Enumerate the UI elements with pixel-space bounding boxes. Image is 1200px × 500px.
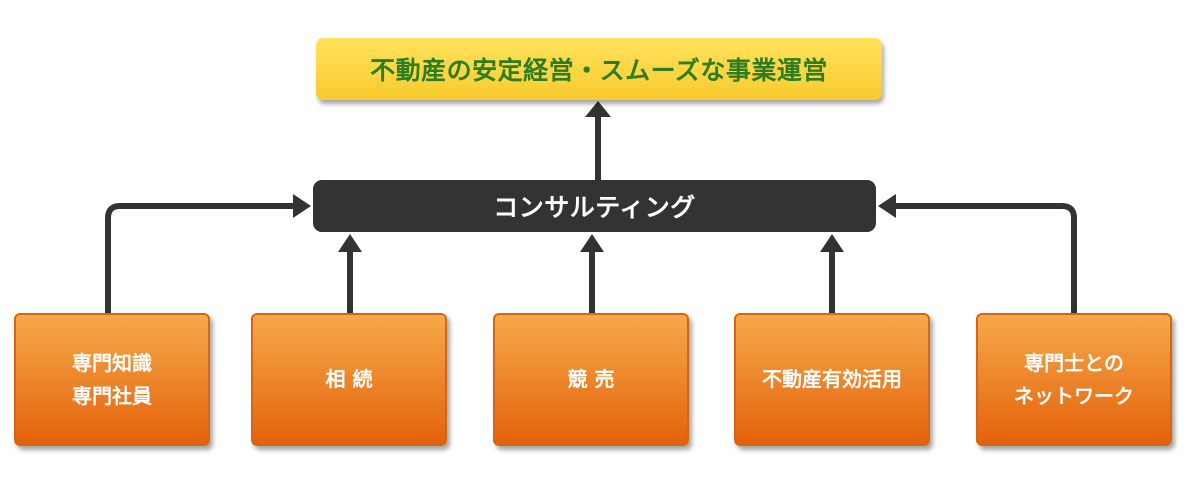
source-box-auction: 競 売 (493, 313, 689, 446)
source-box-specialist-network: 専門士との ネットワーク (976, 313, 1172, 446)
arrowhead-left (293, 194, 311, 218)
source-box-inheritance: 相 続 (251, 313, 447, 446)
arrowhead-auction (580, 234, 604, 252)
source-line: ネットワーク (1014, 383, 1134, 408)
goal-box: 不動産の安定経営・スムーズな事業運営 (316, 38, 882, 100)
source-line: 専門社員 (72, 383, 152, 408)
source-line: 専門士との (1024, 350, 1124, 375)
arrow-knowledge-to-hub (105, 203, 296, 313)
source-line: 相 続 (325, 367, 373, 391)
source-line: 不動産有効活用 (762, 367, 902, 391)
consulting-hub-box: コンサルティング (313, 180, 876, 232)
arrowhead-inheritance (338, 234, 362, 252)
source-box-expert-knowledge: 専門知識 専門社員 (14, 313, 210, 446)
source-box-real-estate-utilization: 不動産有効活用 (734, 313, 930, 446)
source-line: 競 売 (567, 367, 615, 391)
source-line: 専門知識 (72, 350, 152, 375)
goal-label: 不動産の安定経営・スムーズな事業運営 (370, 56, 828, 85)
arrowhead-goal (585, 101, 611, 117)
hub-label: コンサルティング (493, 193, 696, 222)
arrowhead-realestate (820, 234, 844, 252)
arrowhead-right (878, 194, 896, 218)
arrow-network-to-hub (893, 203, 1077, 313)
